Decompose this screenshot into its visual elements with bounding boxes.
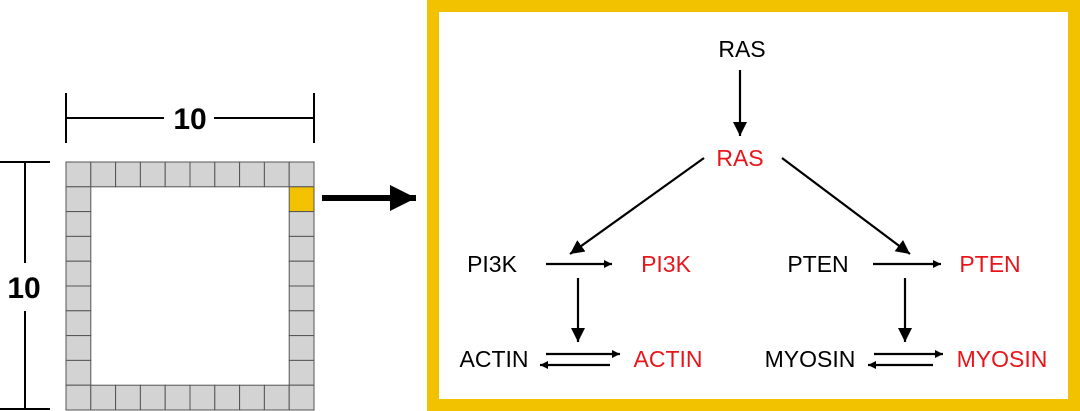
node-pi3k-inactive: PI3K [467,251,518,277]
grid-cell [288,260,315,287]
grid-cell [288,161,315,188]
grid-panel: 10 10 [0,93,315,411]
node-pten-inactive: PTEN [787,251,848,277]
grid-cell [65,384,92,411]
grid-cell [65,211,92,237]
grid-cell [65,161,92,188]
grid-cell [239,161,265,188]
grid-cell [65,235,92,262]
grid-cell-highlighted [288,186,315,213]
grid-cell [263,161,290,188]
grid-cell [239,384,265,411]
grid-cell [65,260,92,287]
grid-cell [288,384,315,411]
grid-cell [90,161,117,188]
grid-cell [139,161,166,188]
grid-cell [214,384,241,411]
grid-cell [288,310,315,337]
grid-cell [65,285,92,312]
edge-ras-to-pten [781,157,911,255]
grid-cell [263,384,290,411]
grid-cell [288,335,315,361]
node-myosin-inactive: MYOSIN [765,346,856,372]
node-actin-active: ACTIN [634,346,703,372]
grid-cell [189,384,216,411]
width-dimension: 10 [65,93,315,143]
grid-cell [214,161,241,188]
height-label: 10 [7,272,40,305]
node-actin-inactive: ACTIN [460,346,529,372]
width-label: 10 [173,103,206,136]
network-frame [427,0,1080,411]
node-ras-active: RAS [716,145,763,171]
grid-cell [288,211,315,237]
node-myosin-active: MYOSIN [957,346,1048,372]
grid-cell [65,310,92,337]
grid-cell [65,335,92,361]
height-dimension: 10 [0,161,50,410]
grid-cell [164,161,191,188]
grid-cell [288,285,315,312]
grid-cell [164,384,191,411]
grid-cells [65,161,315,411]
grid-cell [288,359,315,386]
grid-cell [65,359,92,386]
grid-cell [115,161,141,188]
network-panel: RAS RAS PI3K PI3K PTEN PTEN ACTIN ACTIN … [460,36,1048,372]
grid-cell [65,186,92,213]
node-ras-inactive: RAS [718,36,765,62]
edge-ras-to-pi3k [569,157,705,255]
node-pi3k-active: PI3K [641,251,692,277]
node-pten-active: PTEN [959,251,1020,277]
grid-cell [115,384,141,411]
grid-cell [288,235,315,262]
grid-cell [139,384,166,411]
grid-cell [90,384,117,411]
grid-cell [189,161,216,188]
